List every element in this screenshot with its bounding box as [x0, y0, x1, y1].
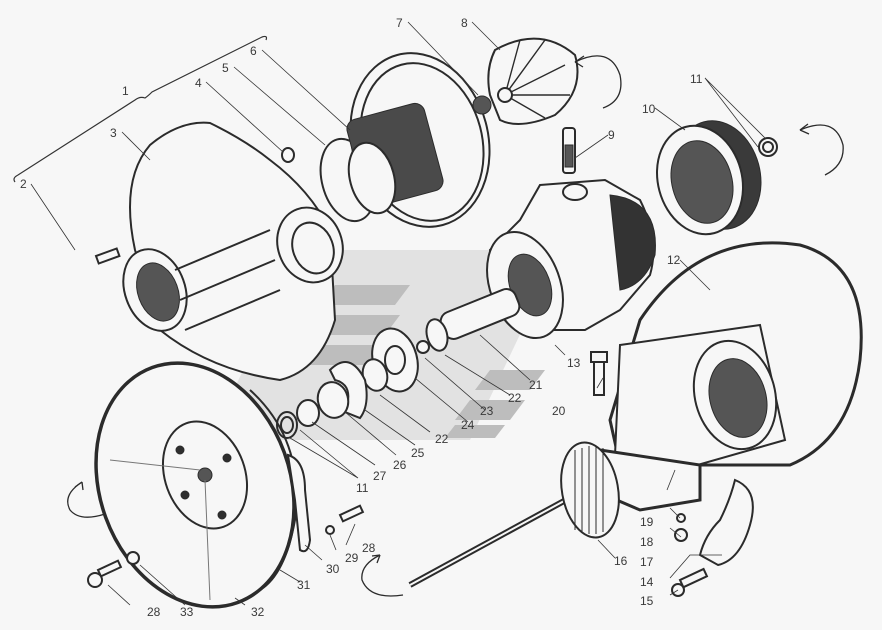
bolt-28-upper	[338, 504, 365, 523]
callout-23: 23	[480, 404, 494, 418]
callout-22-lower: 22	[435, 432, 449, 446]
rotation-arrow-compressor	[574, 55, 622, 109]
callout-10: 10	[642, 102, 656, 116]
callout-3: 3	[110, 126, 117, 140]
callout-26: 26	[393, 458, 407, 472]
callout-28-upper: 28	[362, 541, 376, 555]
compressor-housing	[122, 121, 344, 382]
arrowhead-icon	[574, 55, 585, 68]
washer-22-upper	[425, 318, 449, 352]
compressor-wheel-8	[487, 37, 579, 125]
turbine-wheel-shaft-16	[408, 441, 620, 588]
callout-8: 8	[461, 16, 468, 30]
rotation-arrow-left	[67, 481, 106, 518]
callout-5: 5	[222, 61, 229, 75]
nut-23	[416, 340, 430, 354]
callout-33: 33	[180, 605, 194, 619]
callout-17: 17	[640, 555, 654, 569]
callout-28-lower: 28	[147, 605, 161, 619]
callout-9: 9	[608, 128, 615, 142]
callout-30: 30	[326, 562, 340, 576]
callout-11-lower: 11	[356, 481, 369, 495]
callout-1: 1	[122, 84, 129, 98]
bolt-20	[590, 351, 608, 396]
callout-15: 15	[640, 594, 654, 608]
arrowhead-icon	[371, 554, 381, 564]
callout-19: 19	[640, 515, 654, 529]
bolt-2	[94, 247, 121, 265]
callout-18: 18	[640, 535, 654, 549]
callout-7: 7	[396, 16, 403, 30]
washer-18	[676, 513, 686, 523]
washer-33	[126, 551, 140, 565]
rotation-arrow-right	[799, 124, 844, 176]
callout-20: 20	[552, 404, 566, 418]
bracket-14	[698, 478, 754, 567]
callout-4: 4	[195, 76, 202, 90]
callout-16: 16	[614, 554, 628, 568]
piston-ring-11-upper	[758, 137, 778, 157]
leader-lines	[30, 21, 766, 606]
arrowhead-icon	[74, 481, 84, 491]
rotation-arrow-turbine	[361, 554, 404, 597]
thrust-plate-hole	[384, 345, 406, 375]
callout-21: 21	[529, 378, 543, 392]
ring-10	[656, 120, 762, 236]
piston-ring-11-lower	[276, 411, 298, 439]
lock-plate-30	[286, 453, 312, 553]
back-plate-6	[346, 52, 491, 228]
bolt-15	[671, 567, 709, 597]
cover-disc-32	[94, 361, 296, 609]
callout-27: 27	[373, 469, 387, 483]
callout-6: 6	[250, 44, 257, 58]
callout-31: 31	[297, 578, 311, 592]
nut-17	[674, 528, 688, 542]
callout-24: 24	[461, 418, 475, 432]
washer-26	[316, 381, 350, 419]
callout-32: 32	[251, 605, 265, 619]
washer-29	[325, 525, 335, 535]
bolt-28-lower	[87, 559, 123, 588]
arrowhead-icon	[799, 123, 810, 135]
oil-fitting-9	[562, 127, 576, 174]
o-ring-4	[281, 147, 295, 163]
callout-12: 12	[667, 253, 681, 267]
callout-11-upper: 11	[690, 72, 703, 86]
callout-14: 14	[640, 575, 654, 589]
callout-labels: 1 2 3 4 5 6 7 8 9 10 11 12 13 14 15 16 1…	[20, 16, 703, 619]
group-bracket	[13, 35, 268, 183]
bushing-27	[296, 399, 320, 427]
callout-2: 2	[20, 177, 27, 191]
callout-22-upper: 22	[508, 391, 522, 405]
callout-25: 25	[411, 446, 425, 460]
callout-13: 13	[567, 356, 581, 370]
nut-7	[472, 95, 492, 115]
oil-deflector-25	[328, 361, 368, 420]
turbine-housing-12	[598, 241, 863, 512]
callout-29: 29	[345, 551, 359, 565]
